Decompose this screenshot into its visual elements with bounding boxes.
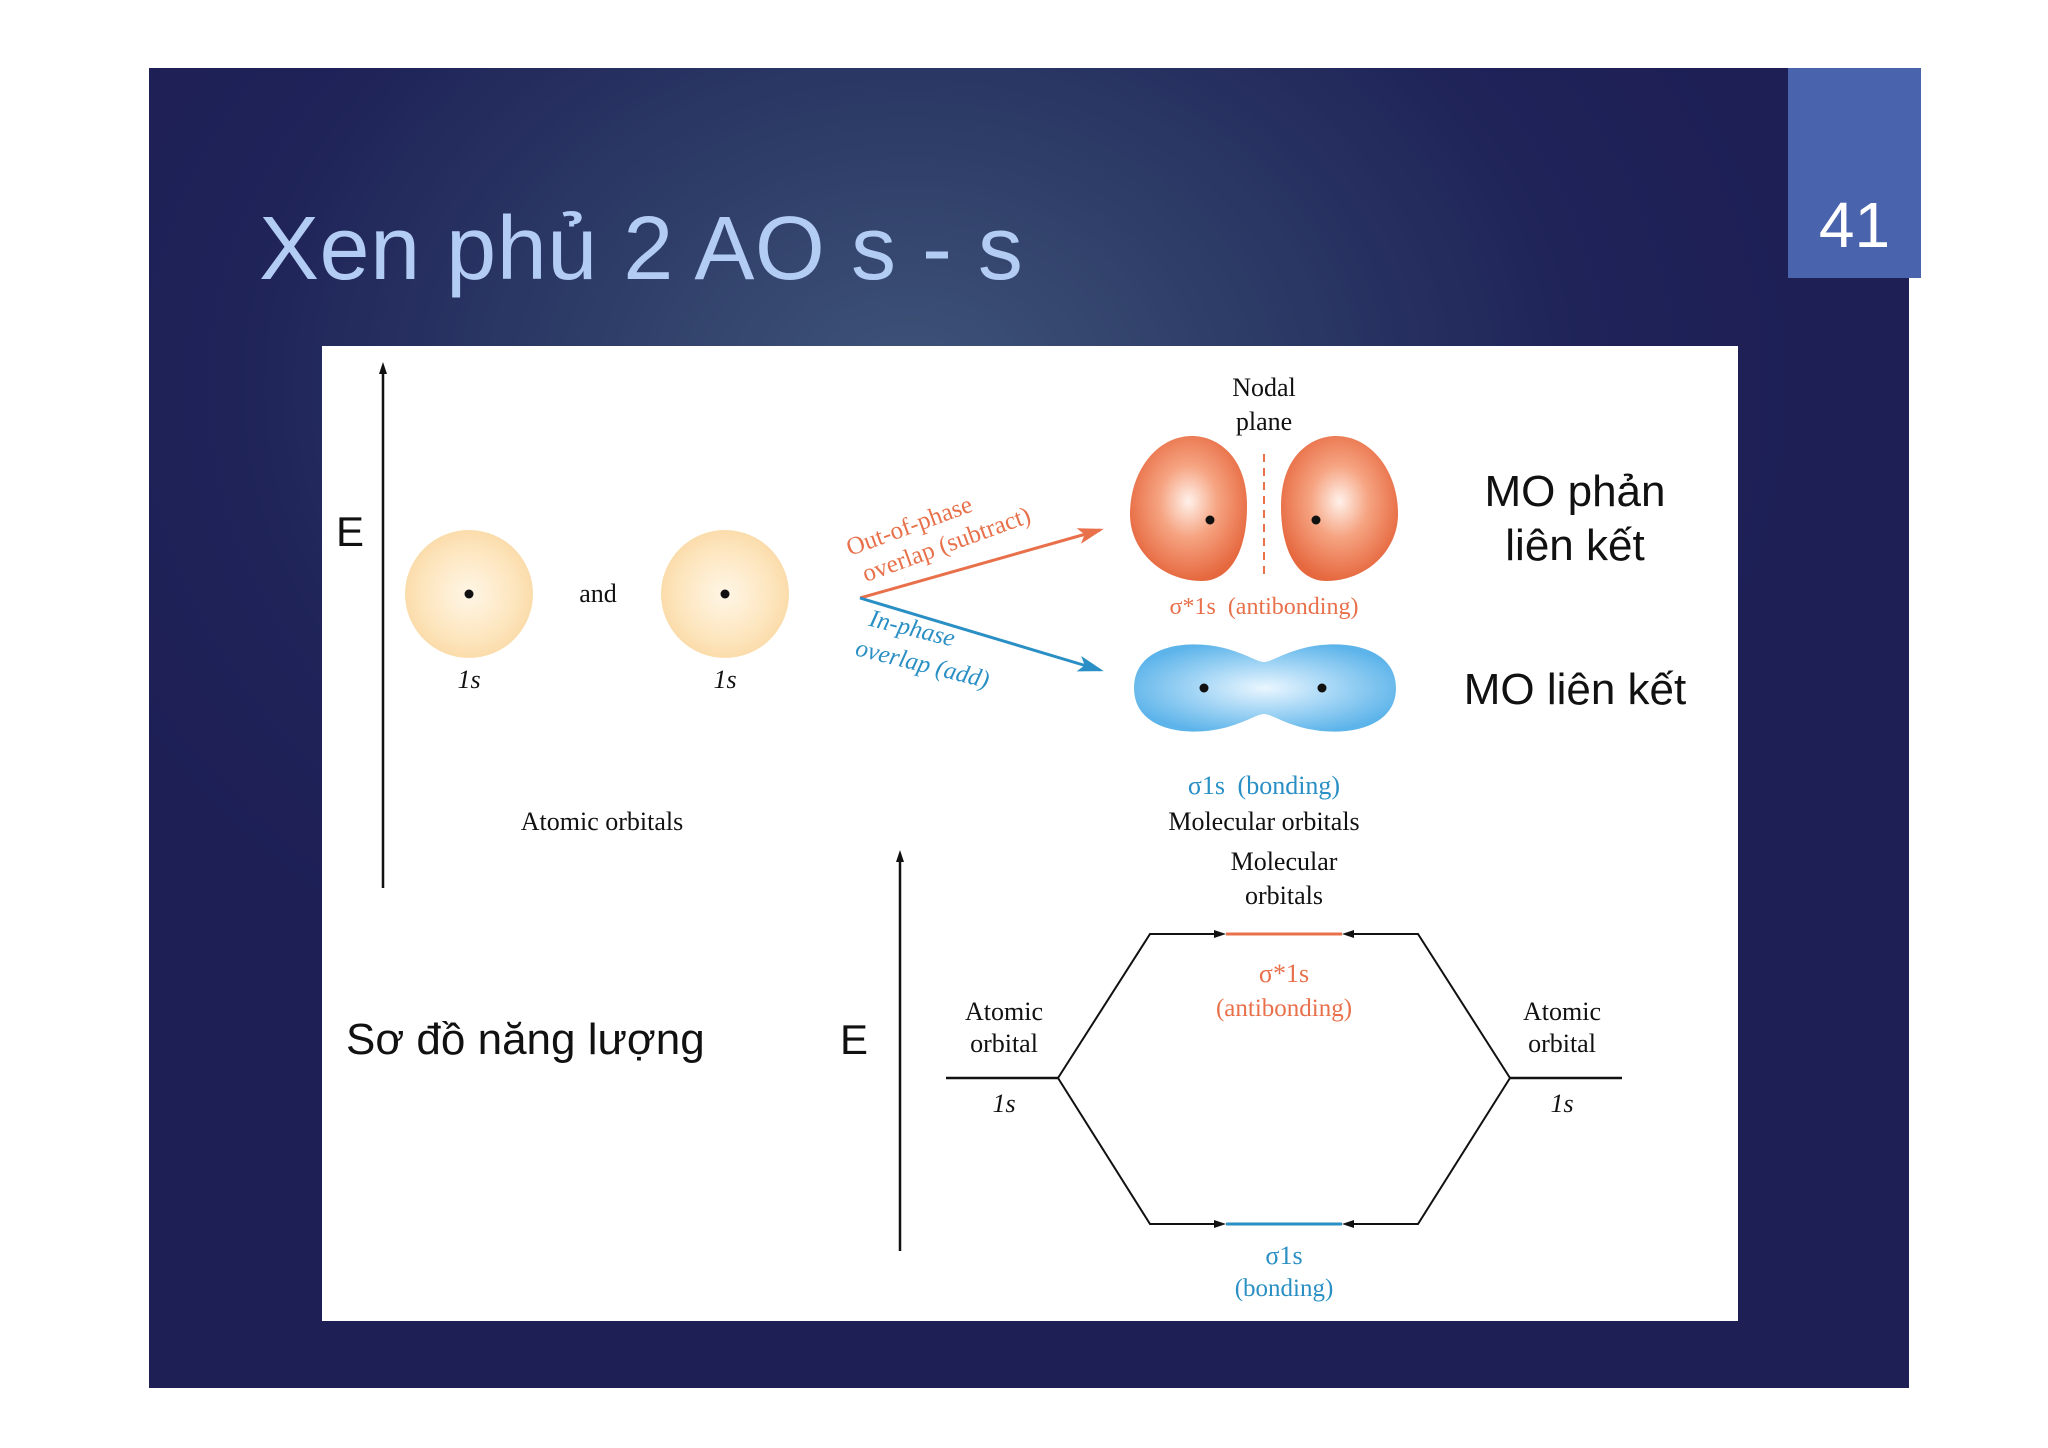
bonding-orbital <box>1134 644 1396 732</box>
right-ao-level-label: 1s <box>1550 1089 1573 1118</box>
mo-bonding-vi: MO liên kết <box>1464 665 1687 714</box>
slide: 41 Xen phủ 2 AO s - s <box>149 68 1921 1388</box>
energy-diagram-vi: Sơ đồ năng lượng <box>346 1015 705 1064</box>
energy-label-top: E <box>336 508 364 555</box>
left-to-antibonding-line <box>1057 930 1226 1079</box>
diagram-mo-header-line2: orbitals <box>1245 881 1323 910</box>
energy-label-bottom: E <box>840 1016 868 1063</box>
antibonding-text: (antibonding) <box>1228 594 1359 620</box>
in-phase-arrow <box>859 596 1104 672</box>
bonding-caption: σ1s (bonding) <box>1188 771 1340 800</box>
page-number-badge: 41 <box>1788 68 1921 278</box>
and-text: and <box>579 579 617 608</box>
bonding-symbol: σ1s <box>1188 771 1225 800</box>
nucleus-bond-left <box>1199 683 1209 693</box>
nucleus-left <box>464 589 474 599</box>
left-ao-level-label: 1s <box>992 1089 1015 1118</box>
slide-title: Xen phủ 2 AO s - s <box>259 199 1024 299</box>
out-of-phase-arrow <box>859 528 1104 600</box>
ao-left-label: 1s <box>457 665 480 694</box>
molecular-orbitals-caption: Molecular orbitals <box>1168 807 1359 836</box>
right-ao-label-line1: Atomic <box>1523 997 1601 1026</box>
left-to-bonding-line <box>1057 1077 1226 1228</box>
antibonding-lobe-left <box>1130 436 1247 581</box>
nodal-plane-line2: plane <box>1236 407 1292 436</box>
antibonding-symbol: σ*1s <box>1170 594 1216 620</box>
diagram-mo-header-line1: Molecular <box>1231 847 1338 876</box>
left-ao-label-line1: Atomic <box>965 997 1043 1026</box>
mo-antibonding-vi-line1: MO phản <box>1485 467 1666 516</box>
mo-figure: E and 1s 1s Atomic orbitals Out-of-phase… <box>322 346 1738 1321</box>
ao-right-label: 1s <box>713 665 736 694</box>
antibonding-caption: σ*1s (antibonding) <box>1170 594 1359 620</box>
diagram-antibonding-symbol: σ*1s <box>1259 959 1309 988</box>
page-number: 41 <box>1818 189 1891 261</box>
diagram-bonding-symbol: σ1s <box>1265 1241 1302 1270</box>
diagram-antibonding-text: (antibonding) <box>1216 995 1352 1022</box>
out-of-phase-label: Out-of-phase overlap (subtract) <box>843 491 1034 588</box>
right-ao-label-line2: orbital <box>1528 1029 1596 1058</box>
left-ao-label-line2: orbital <box>970 1029 1038 1058</box>
right-to-bonding-line <box>1342 1077 1511 1228</box>
nucleus-anti-left <box>1205 515 1215 525</box>
antibonding-lobe-right <box>1281 436 1398 581</box>
diagram-bonding-text: (bonding) <box>1235 1275 1334 1302</box>
atomic-orbitals-caption: Atomic orbitals <box>521 807 683 836</box>
nucleus-anti-right <box>1311 515 1321 525</box>
right-to-antibonding-line <box>1342 930 1511 1079</box>
bonding-text: (bonding) <box>1238 771 1341 800</box>
nucleus-bond-right <box>1317 683 1327 693</box>
mo-diagram-svg: E and 1s 1s Atomic orbitals Out-of-phase… <box>336 362 1687 1302</box>
nucleus-right <box>720 589 730 599</box>
mo-antibonding-vi-line2: liên kết <box>1505 521 1644 570</box>
nodal-plane-line1: Nodal <box>1232 373 1296 402</box>
